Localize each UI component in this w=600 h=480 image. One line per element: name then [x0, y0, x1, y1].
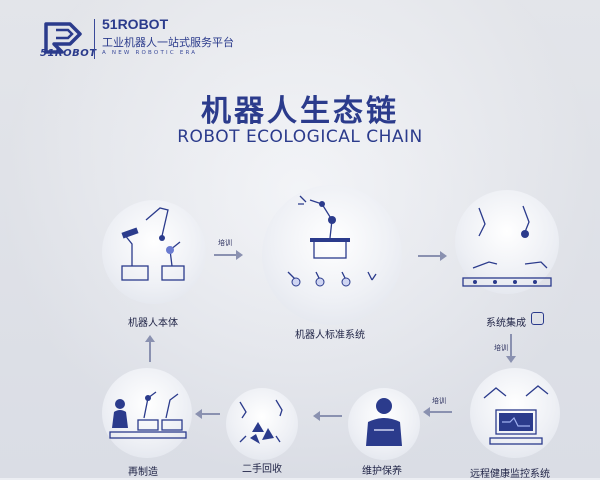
arrow-down-icon — [506, 334, 516, 363]
node-label-standard-system: 机器人标准系统 — [295, 330, 365, 341]
logo-divider — [94, 19, 95, 59]
brand-tagline: 工业机器人一站式服务平台 — [102, 36, 234, 49]
arrow-up-icon — [145, 335, 155, 362]
node-label-robot-body: 机器人本体 — [128, 318, 178, 329]
recycle-icon — [239, 399, 283, 444]
brand-name: 51ROBOT — [102, 16, 169, 32]
brand-tagline-en: A NEW ROBOTIC ERA — [102, 50, 198, 56]
node-standard-system — [262, 185, 402, 325]
page-title: 机器人生态链 — [201, 94, 399, 129]
logo-icon — [44, 22, 82, 54]
node-label-maintenance: 维护保养 — [362, 466, 402, 477]
node-system-integration — [455, 190, 559, 294]
arrow-right-icon — [214, 250, 243, 260]
node-label-remote-monitoring: 远程健康监控系统 — [470, 469, 550, 480]
robot-line-icon — [462, 205, 552, 287]
training-label-3: 培训 — [432, 397, 446, 405]
arrow-left-icon — [195, 409, 220, 419]
node-recycling — [226, 388, 298, 460]
training-label-1: 培训 — [218, 239, 232, 247]
robot-standard-icon — [287, 195, 377, 287]
training-label-2: 培训 — [494, 344, 508, 352]
arrow-left-icon — [423, 407, 452, 417]
node-label-recycling: 二手回收 — [242, 464, 282, 475]
technician-icon — [366, 398, 402, 446]
factory-line-icon — [109, 391, 187, 439]
monitor-icon — [483, 385, 549, 445]
node-robot-body — [102, 200, 206, 304]
node-label-remanufacturing: 再制造 — [128, 467, 158, 478]
page-subtitle: ROBOT ECOLOGICAL CHAIN — [177, 127, 423, 147]
logo-wordmark: 51ROBOT — [40, 48, 97, 59]
arrow-right-icon — [418, 251, 447, 261]
robot-arms-icon — [121, 207, 185, 281]
node-label-system-integration: 系统集成 — [486, 318, 526, 329]
settings-badge-icon — [531, 312, 544, 325]
arrow-left-icon — [313, 411, 342, 421]
